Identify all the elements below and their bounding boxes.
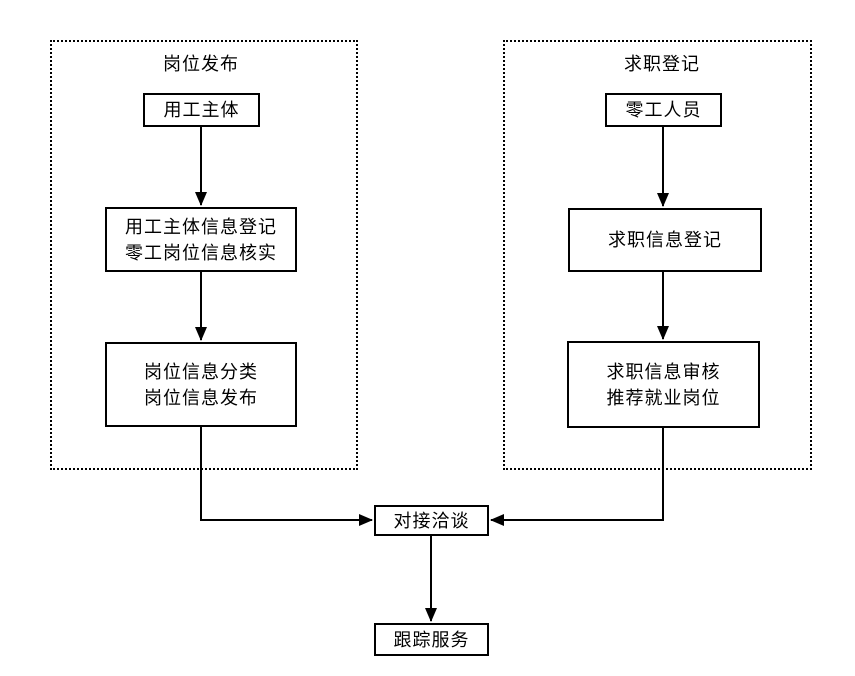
node-job-info-publish-line1: 岗位信息分类 — [144, 361, 258, 382]
node-jobseek-registration: 求职信息登记 — [568, 208, 762, 272]
node-job-info-publish-line2: 岗位信息发布 — [144, 387, 258, 408]
node-employer: 用工主体 — [143, 93, 260, 127]
node-negotiation-label: 对接洽谈 — [393, 510, 470, 531]
node-gig-workers: 零工人员 — [605, 93, 722, 127]
node-jobseek-review-line1: 求职信息审核 — [606, 361, 721, 382]
node-employer-info-registration: 用工主体信息登记 零工岗位信息核实 — [105, 207, 297, 272]
node-employer-label: 用工主体 — [163, 100, 240, 120]
node-negotiation: 对接洽谈 — [374, 505, 489, 536]
node-gig-workers-label: 零工人员 — [625, 100, 702, 120]
node-jobseek-registration-label: 求职信息登记 — [608, 230, 722, 250]
node-tracking-service: 跟踪服务 — [374, 623, 489, 656]
group-title-job-posting: 岗位发布 — [163, 54, 239, 74]
node-jobseek-review: 求职信息审核 推荐就业岗位 — [567, 341, 760, 428]
node-employer-info-line2: 零工岗位信息核实 — [125, 242, 277, 263]
group-title-job-seeking: 求职登记 — [624, 54, 700, 74]
node-employer-info-line1: 用工主体信息登记 — [125, 216, 277, 237]
node-job-info-publish: 岗位信息分类 岗位信息发布 — [105, 342, 297, 427]
node-jobseek-review-line2: 推荐就业岗位 — [606, 387, 721, 408]
node-tracking-service-label: 跟踪服务 — [393, 629, 470, 650]
